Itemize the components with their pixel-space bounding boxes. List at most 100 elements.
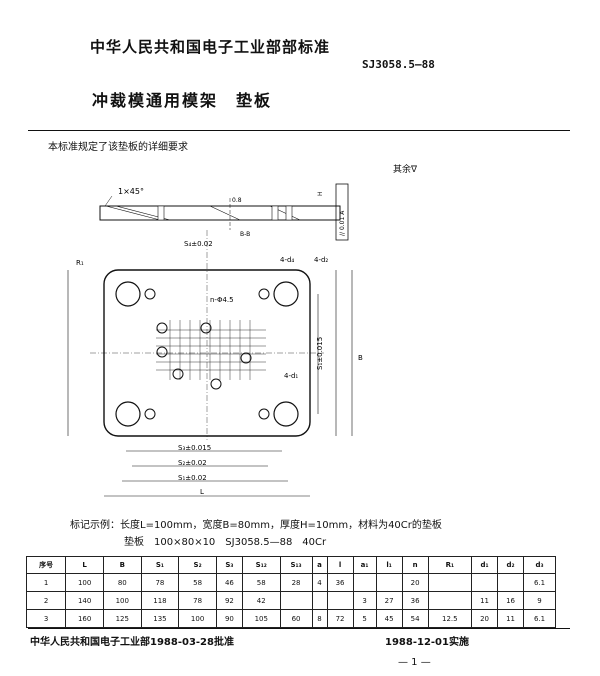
marking-example-designation: 垫板 100×80×10 SJ3058.5—88 40Cr [124,537,327,548]
dimension-table: 序号 L B S₁ S₂ S₃ S₁₂ S₁₃ a l a₁ l₁ n R₁ d… [25,556,556,628]
table-cell: 8 [311,609,328,628]
table-cell [375,573,403,592]
table-cell: 60 [279,609,313,628]
table-cell: 78 [140,573,180,592]
document-title: 冲裁模通用模架 垫板 [92,91,273,110]
table-cell: 105 [241,609,281,628]
table-cell [279,591,313,610]
table-cell: 160 [65,609,104,628]
s1-label: S₁±0.015 [316,337,324,370]
table-cell: 16 [497,591,525,610]
table-cell: 100 [102,591,142,610]
table-cell: 27 [375,591,403,610]
table-cell: 135 [140,609,180,628]
table-cell: 3 [352,591,377,610]
marking-example: 标记示例：长度L=100mm，宽度B=80mm，厚度H=10mm，材料为40Cr… [70,520,442,531]
col-header: 序号 [25,556,67,574]
issuing-organization: 中华人民共和国电子工业部部标准 [90,38,331,56]
table-cell: 58 [241,573,281,592]
table-cell: 118 [140,591,180,610]
col-header: S₂ [178,556,217,574]
col-header: R₁ [427,556,473,574]
table-cell: 46 [215,573,243,592]
s3-label: S₃±0.015 [178,444,211,452]
approval-date: 中华人民共和国电子工业部1988-03-28批准 [30,637,234,648]
table-cell: 100 [178,609,217,628]
col-header: n [401,556,429,574]
table-cell [352,573,377,592]
table-cell: 3 [25,609,67,628]
s1prime-label: S₁±0.02 [178,474,207,482]
side-view: 1×45° 0.8 B-B // 0.01 A H [99,183,349,241]
table-cell: 42 [241,591,281,610]
standard-number: SJ3058.5—88 [362,58,435,71]
table-cell [471,573,499,592]
table-cell: 80 [102,573,142,592]
chamfer-label: 1×45° [118,187,144,196]
table-cell: 100 [65,573,104,592]
table-cell: 72 [326,609,354,628]
table-cell [311,591,328,610]
table-cell [497,573,525,592]
col-header: S₁₂ [241,556,281,574]
table-cell: 6.1 [523,609,556,628]
scope-statement: 本标准规定了该垫板的详细要求 [48,142,188,153]
col-header: a [311,556,328,574]
table-cell: 11 [471,591,499,610]
b-label: B [358,354,363,362]
table-cell [326,591,354,610]
table-header-row: 序号 L B S₁ S₂ S₃ S₁₂ S₁₃ a l a₁ l₁ n R₁ d… [25,556,556,574]
s4-label: S₄±0.02 [184,240,213,248]
section-mark: B-B [240,231,250,238]
table-cell: 20 [401,573,429,592]
d2-label: 4-d₂ [314,256,328,264]
table-cell: 58 [178,573,217,592]
table-cell: 36 [401,591,429,610]
table-cell: 11 [497,609,525,628]
table-cell: 12.5 [427,609,473,628]
table-cell: 140 [65,591,104,610]
col-header: l [326,556,354,574]
col-header: S₁ [140,556,180,574]
table-cell: 20 [471,609,499,628]
table-row: 3 160 125 135 100 90 105 60 8 72 5 45 54… [25,609,556,628]
col-header: L [65,556,104,574]
technical-drawing: 1×45° 0.8 B-B // 0.01 A H [67,183,363,497]
page-number: — 1 — [398,657,431,668]
table-cell: 78 [178,591,217,610]
header-divider [28,130,570,131]
col-header: S₁₃ [279,556,313,574]
col-header: l₁ [375,556,403,574]
r1-label: R₁ [76,259,84,267]
flatness-label: // 0.01 A [339,210,346,236]
n-holes-label: n-Φ4.5 [210,296,234,304]
table-cell: 36 [326,573,354,592]
footer-divider [28,628,570,629]
table-cell [427,573,473,592]
table-cell: 92 [215,591,243,610]
dimensions [67,270,353,497]
d1-label: 4-d₁ [284,372,298,380]
col-header: a₁ [352,556,377,574]
table-cell: 125 [102,609,142,628]
col-header: d₃ [523,556,556,574]
table-cell: 45 [375,609,403,628]
table-cell: 1 [25,573,67,592]
s2-label: S₂±0.02 [178,459,207,467]
col-header: d₁ [471,556,499,574]
table-cell: 2 [25,591,67,610]
table-cell: 4 [311,573,328,592]
d4-label: 4-d₄ [280,256,294,264]
table-cell: 28 [279,573,313,592]
col-header: d₂ [497,556,525,574]
plan-view: R₁ 4-d₄ 4-d₂ n-Φ4.5 4-d₁ S₄±0.02 [76,230,328,440]
table-row: 2 140 100 118 78 92 42 3 27 36 11 16 9 [25,591,556,610]
roughness-small-label: 0.8 [232,197,242,204]
l-label: L [200,488,204,496]
table-cell: 90 [215,609,243,628]
col-header: B [102,556,142,574]
roughness-note: 其余∇ [393,165,418,175]
col-header: S₃ [215,556,243,574]
table-cell: 6.1 [523,573,556,592]
effective-date: 1988-12-01实施 [385,637,469,648]
